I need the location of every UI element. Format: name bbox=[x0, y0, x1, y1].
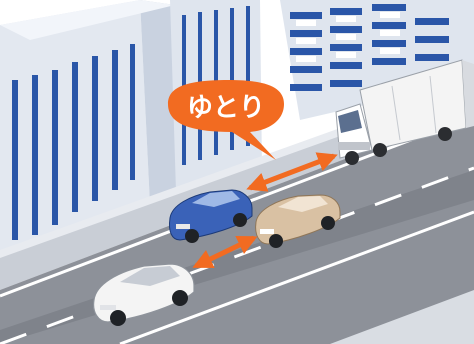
callout-label: ゆとり bbox=[187, 93, 265, 123]
